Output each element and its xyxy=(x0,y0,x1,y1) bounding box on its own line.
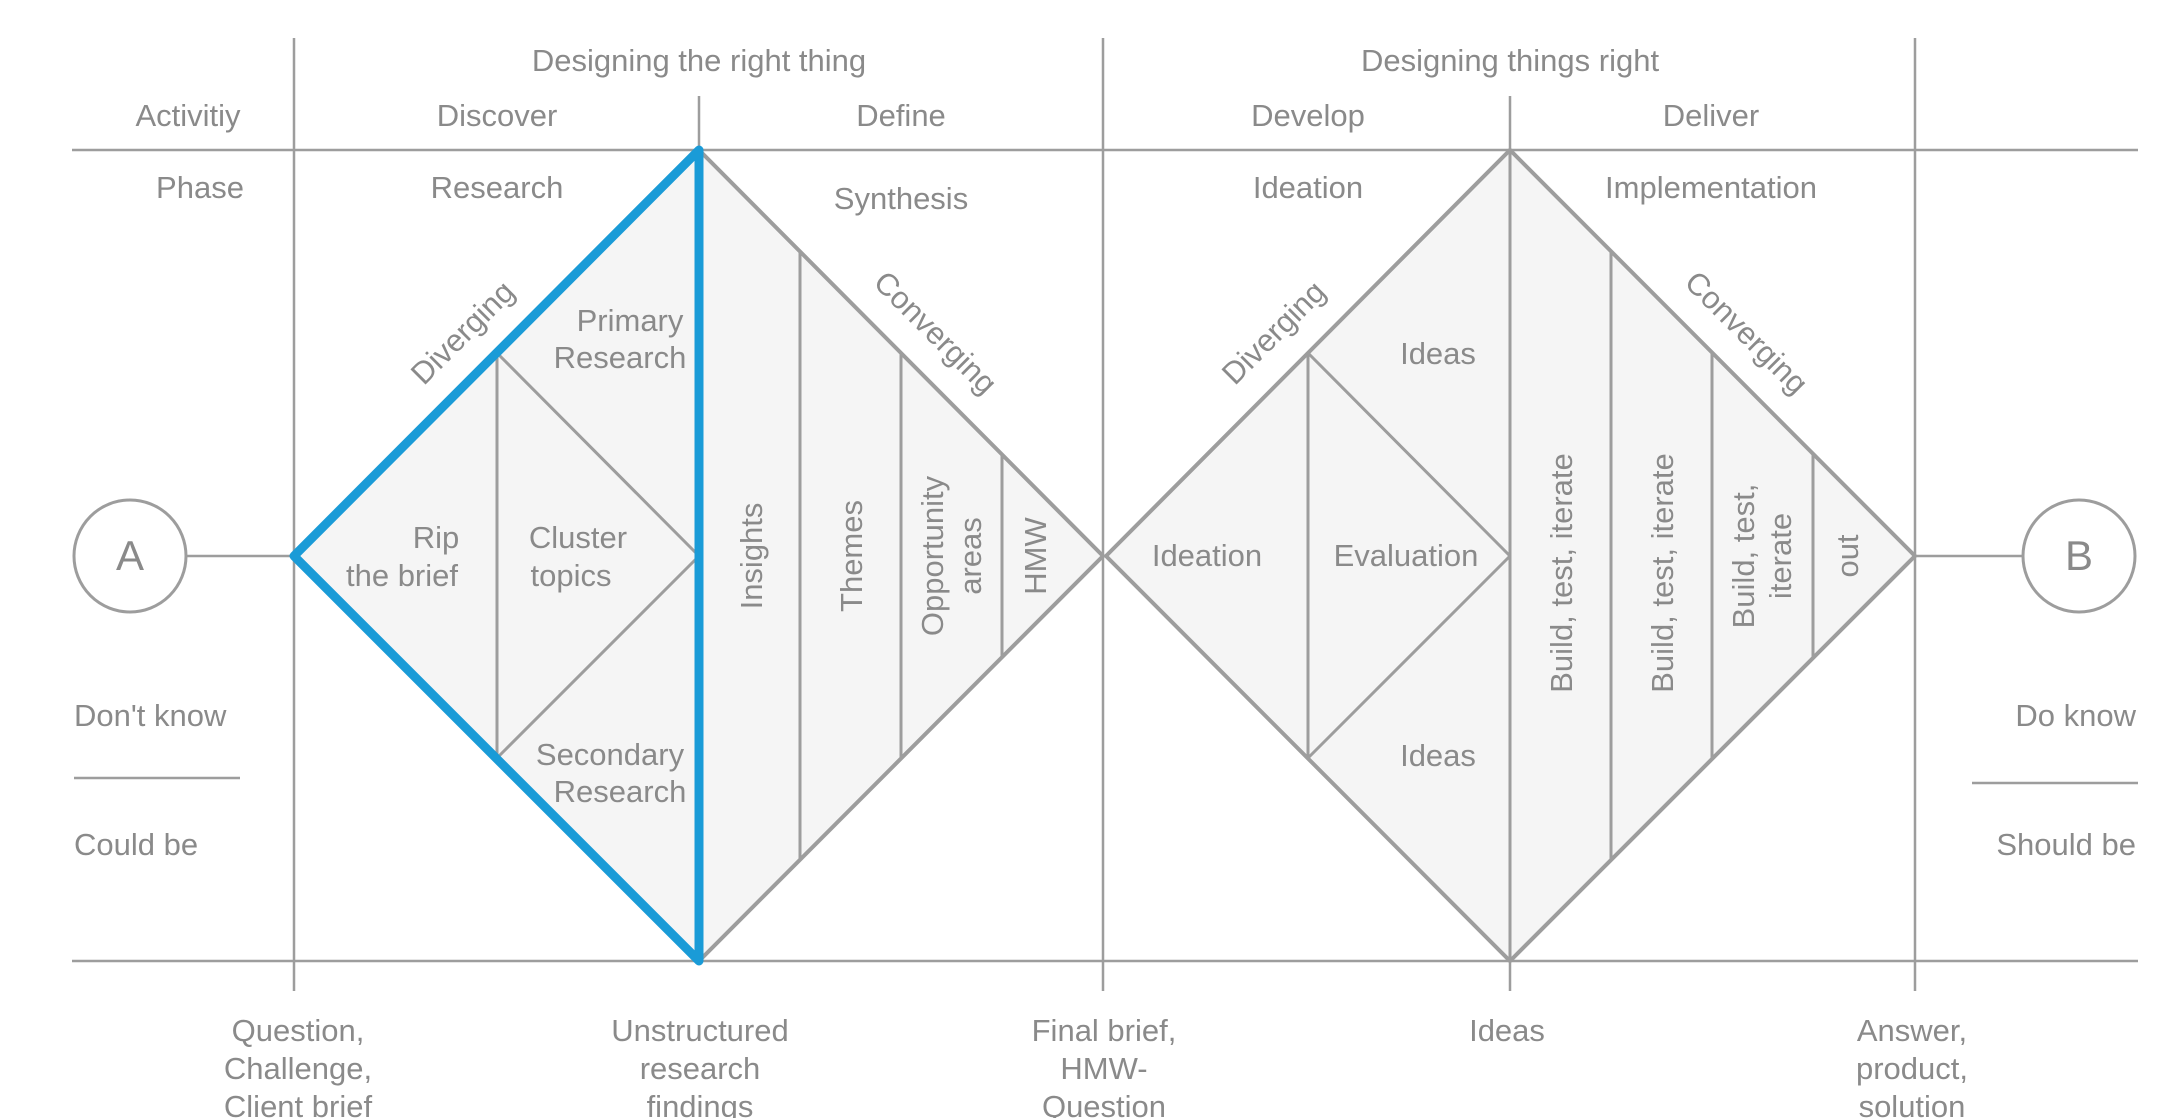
start-label: A xyxy=(116,532,144,579)
right-side-top-label: Do know xyxy=(2015,698,2136,733)
left-side-bottom-label: Could be xyxy=(74,827,198,862)
d2-ideas-top-label: Ideas xyxy=(1400,336,1476,371)
header-designing-things-right: Designing things right xyxy=(1361,43,1660,78)
activity-discover: Discover xyxy=(437,98,558,133)
d1-primary-line1: Primary xyxy=(577,303,684,338)
d2-build3-line2: iterate xyxy=(1763,513,1798,599)
d2-build2-label: Build, test, iterate xyxy=(1645,453,1680,693)
d1-insights-label: Insights xyxy=(734,503,769,610)
d2-out-label: out xyxy=(1830,534,1865,577)
activity-row-label: Activitiy xyxy=(135,98,241,133)
output-answer: Answer, product, solution xyxy=(1856,1013,1968,1118)
d2-build1-label: Build, test, iterate xyxy=(1544,453,1579,693)
header-designing-right-thing: Designing the right thing xyxy=(532,43,866,78)
output-final-brief-line3: Question xyxy=(1042,1089,1166,1118)
d1-rip-line2: the brief xyxy=(346,558,458,593)
d1-secondary-diagonal xyxy=(495,554,701,760)
output-question-line1: Question, xyxy=(232,1013,365,1048)
activity-deliver: Deliver xyxy=(1663,98,1759,133)
d1-secondary-line1: Secondary xyxy=(536,737,685,772)
phase-ideation: Ideation xyxy=(1253,170,1363,205)
output-answer-line1: Answer, xyxy=(1857,1013,1967,1048)
d1-primary-diagonal xyxy=(495,351,701,558)
end-circle xyxy=(2021,498,2137,614)
d1-hmw-label: HMW xyxy=(1018,517,1053,595)
diamond-develop-deliver xyxy=(1103,147,1918,964)
output-ideas-line1: Ideas xyxy=(1469,1013,1545,1048)
d2-ideas-top-diagonal xyxy=(1306,351,1512,558)
output-question-line3: Client brief xyxy=(224,1089,373,1118)
output-unstructured-line2: research xyxy=(640,1051,761,1086)
output-final-brief-line2: HMW- xyxy=(1060,1051,1147,1086)
d2-ideas-bottom-label: Ideas xyxy=(1400,738,1476,773)
d1-opportunity-line1: Opportunity xyxy=(915,475,950,636)
right-side-bottom-label: Should be xyxy=(1996,827,2136,862)
output-unstructured: Unstructured research findings xyxy=(611,1013,788,1118)
phase-research: Research xyxy=(431,170,564,205)
d2-ideation-label: Ideation xyxy=(1152,538,1262,573)
left-side-top-label: Don't know xyxy=(74,698,227,733)
d2-build3-line1: Build, test, xyxy=(1726,484,1761,629)
output-unstructured-line1: Unstructured xyxy=(611,1013,788,1048)
d2-ideas-bottom-diagonal xyxy=(1306,554,1512,760)
d1-primary-line2: Research xyxy=(554,340,687,375)
d1-secondary-line2: Research xyxy=(554,774,687,809)
d1-opportunity-line2: areas xyxy=(953,517,988,595)
d1-rip-line1: Rip xyxy=(413,520,460,555)
d2-evaluation-label: Evaluation xyxy=(1334,538,1479,573)
start-circle xyxy=(72,498,188,614)
phase-synthesis: Synthesis xyxy=(834,181,968,216)
discover-highlight xyxy=(289,145,704,966)
output-unstructured-line3: findings xyxy=(647,1089,754,1118)
phase-implementation: Implementation xyxy=(1605,170,1817,205)
activity-develop: Develop xyxy=(1251,98,1365,133)
end-label: B xyxy=(2065,532,2093,579)
activity-define: Define xyxy=(856,98,946,133)
output-final-brief: Final brief, HMW- Question xyxy=(1032,1013,1177,1118)
phase-row-label: Phase xyxy=(156,170,244,205)
d1-cluster-line1: Cluster xyxy=(529,520,627,555)
output-final-brief-line1: Final brief, xyxy=(1032,1013,1177,1048)
d1-cluster-line2: topics xyxy=(531,558,612,593)
output-question: Question, Challenge, Client brief xyxy=(224,1013,373,1118)
output-answer-line2: product, xyxy=(1856,1051,1968,1086)
grid-lines xyxy=(72,38,2138,991)
d1-themes-label: Themes xyxy=(834,500,869,612)
output-question-line2: Challenge, xyxy=(224,1051,372,1086)
output-answer-line3: solution xyxy=(1859,1089,1966,1118)
output-ideas: Ideas xyxy=(1469,1013,1545,1048)
diamond-discover-define xyxy=(289,145,1106,966)
